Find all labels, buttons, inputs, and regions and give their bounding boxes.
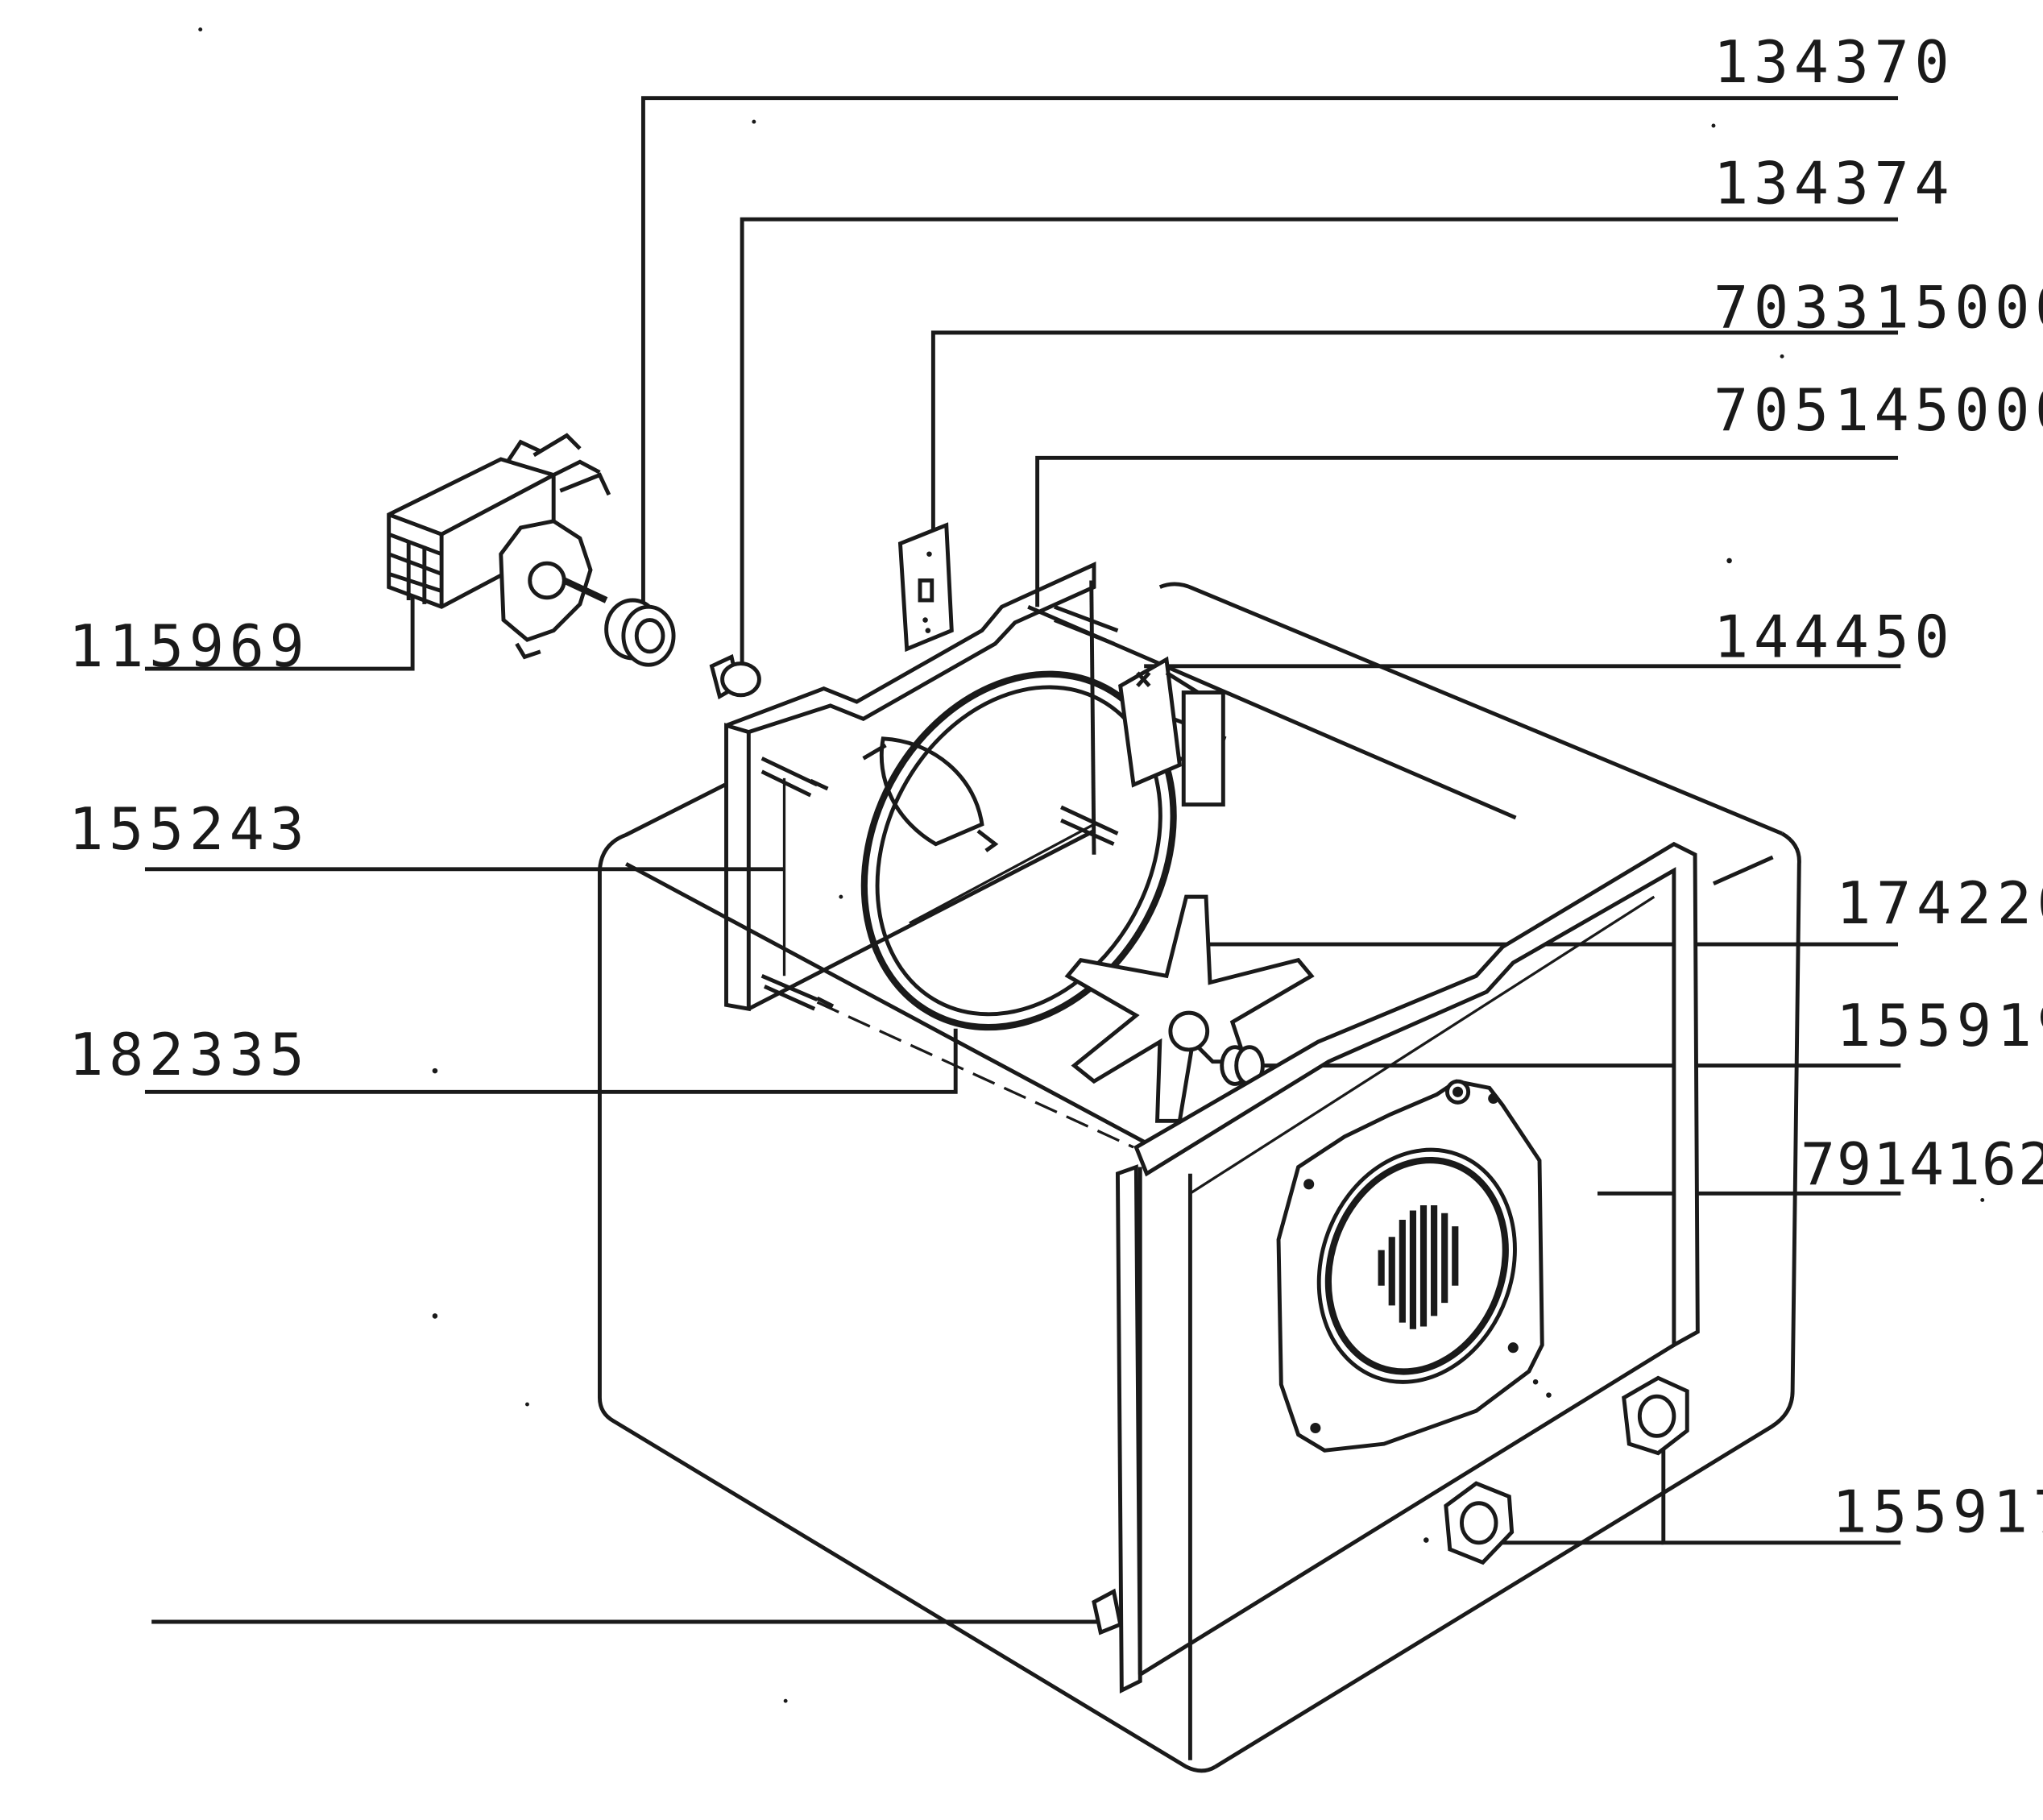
leader-703315000 (930, 330, 1899, 535)
screw-134374 (709, 653, 761, 700)
label-134370: 134370 (1714, 28, 1954, 96)
fan-motor-115969 (387, 433, 611, 660)
cavity-inner-back (909, 823, 1095, 925)
leader-182335 (144, 1028, 958, 1094)
cavity-inner-top (625, 862, 1168, 1156)
stud-2 (760, 974, 835, 1011)
fan-cover-plate (1276, 1079, 1544, 1453)
leader-705145000 (1035, 455, 1899, 607)
cavity-right-inner (1712, 855, 1774, 886)
stud-3 (1060, 805, 1119, 846)
front-panel-791416229 (1115, 841, 1700, 1694)
label-155917: 155917 (1832, 1478, 2043, 1546)
leader-134370 (640, 96, 1899, 607)
bracket-703315000 (897, 522, 954, 653)
cavity-bottom-right (1214, 831, 1801, 1769)
label-174220: 174220 (1836, 869, 2043, 937)
leader-bottom (151, 1602, 1109, 1624)
label-705145000: 705145000 (1714, 376, 2043, 444)
cavity-inner-diag (816, 1001, 1134, 1149)
label-182335: 182335 (68, 1021, 309, 1088)
grille-slots (1378, 1204, 1459, 1329)
label-155243: 155243 (68, 795, 309, 863)
leader-134374 (740, 217, 1899, 666)
part-labels: 134370 134374 703315000 705145000 144450… (68, 28, 2043, 1546)
label-155919: 155919 (1836, 992, 2043, 1059)
back-panel-705145000 (724, 562, 1119, 1012)
stud-1 (760, 757, 829, 798)
thermostat-144450 (1118, 656, 1227, 807)
cavity-top-left (597, 782, 726, 871)
scan-specks (198, 27, 1985, 1703)
heating-element-182335 (860, 670, 1177, 1031)
cavity-left-edge (597, 870, 1216, 1773)
cavity-top-back (1158, 582, 1783, 835)
label-703315000: 703315000 (1714, 273, 2043, 341)
oven-cavity (597, 582, 1801, 1773)
bottom-clip (1092, 1588, 1123, 1636)
label-791416229: 791416229 (1801, 1130, 2043, 1198)
nut-155919 (1220, 1045, 1265, 1086)
washer-134370 (604, 598, 676, 667)
label-144450: 144450 (1714, 603, 1954, 670)
knob-bushings-155917 (1423, 1375, 1689, 1565)
label-134374: 134374 (1714, 150, 1954, 218)
stud-4 (1053, 604, 1119, 646)
